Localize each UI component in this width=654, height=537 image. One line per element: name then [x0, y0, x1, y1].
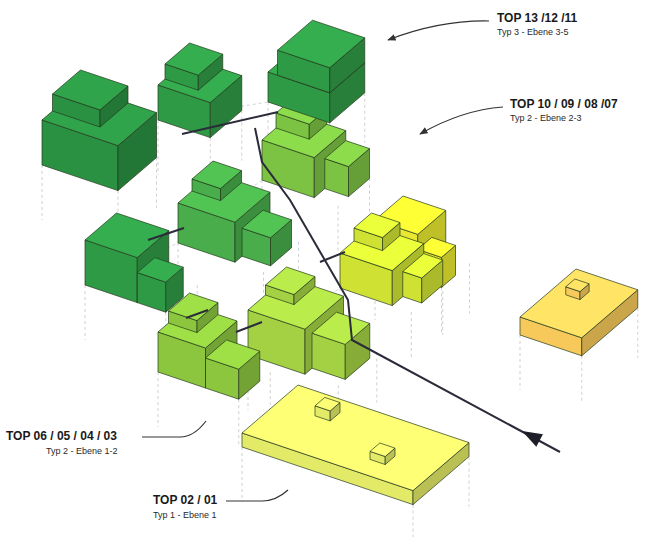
callout-label: Typ 1 - Ebene 1: [153, 510, 217, 520]
grid-line: [469, 457, 470, 507]
block-face: [325, 141, 370, 167]
block-face: [354, 213, 400, 238]
block-face: [278, 20, 365, 68]
callout-label: TOP 06 / 05 / 04 / 03: [6, 430, 117, 444]
block-face: [206, 340, 260, 369]
circulation-line: [182, 112, 278, 134]
grid-line: [581, 356, 582, 401]
block-face: [312, 312, 370, 344]
block-face: [315, 397, 340, 411]
callout-label: TOP 02 / 01: [153, 494, 217, 508]
callout-label: Typ 2 - Ebene 2-3: [510, 113, 582, 123]
building-block: [520, 269, 638, 356]
block-face: [85, 213, 169, 258]
grid-line: [158, 120, 159, 175]
building-block: [158, 293, 260, 399]
grid-line: [158, 372, 159, 427]
circulation-path: [148, 112, 560, 452]
block-face: [137, 258, 183, 283]
leader-line: [388, 21, 489, 40]
circulation-line: [320, 252, 345, 262]
grid-line: [338, 206, 339, 251]
building-block: [85, 213, 183, 312]
block-face: [242, 385, 469, 491]
building-block: [42, 70, 157, 191]
leader-line: [226, 490, 288, 501]
circulation-line: [236, 322, 262, 332]
grid-line: [441, 287, 442, 332]
grid-line: [238, 399, 239, 444]
callout-label: Typ 3 - Ebene 3-5: [497, 27, 569, 37]
grid-line: [42, 165, 43, 220]
circulation-line: [148, 228, 184, 240]
building-block: [248, 267, 370, 379]
grid-lines: [42, 93, 638, 537]
grid-line: [637, 308, 638, 358]
block-face: [192, 161, 242, 189]
callout-label: TOP 13 /12 /11: [497, 12, 577, 26]
grid-line: [413, 505, 414, 537]
callout-label: TOP 10 / 09 / 08 /07: [510, 98, 618, 112]
circulation-line: [255, 128, 560, 452]
building-blocks: [42, 20, 638, 504]
callout-label: Typ 2 - Ebene 1-2: [46, 446, 118, 456]
block-face: [266, 267, 316, 295]
building-block: [178, 161, 292, 266]
block-face: [520, 269, 638, 338]
grid-line: [242, 447, 243, 502]
grid-line: [364, 93, 365, 143]
grid-line: [156, 158, 157, 208]
block-face: [370, 443, 395, 457]
grid-line: [469, 263, 470, 313]
grid-line: [520, 335, 521, 390]
block-face: [242, 210, 292, 238]
leader-line: [142, 421, 206, 437]
block-face: [165, 43, 223, 75]
block-face: [403, 254, 443, 278]
grid-line: [411, 312, 412, 357]
entrance-arrowhead: [522, 431, 543, 447]
block-face: [566, 279, 589, 292]
grid-line: [442, 285, 443, 335]
circulation-line: [186, 310, 208, 318]
building-block: [340, 213, 443, 306]
grid-line: [85, 285, 86, 340]
leader-line: [420, 107, 503, 134]
grid-line: [241, 111, 242, 161]
leader-lines: [142, 21, 503, 501]
grid-line: [376, 352, 377, 402]
building-block: [268, 20, 365, 123]
block-face: [53, 70, 129, 110]
building-block: [242, 385, 469, 505]
